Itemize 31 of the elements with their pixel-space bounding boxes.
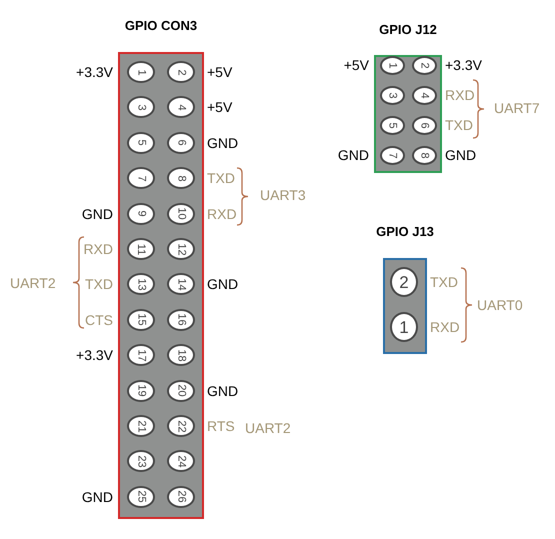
pin-label: TXD — [430, 273, 458, 291]
pin-label: GND — [207, 275, 238, 294]
pin-label: CTS — [85, 310, 113, 329]
pin-label: TXD — [207, 169, 235, 188]
header-title: GPIO J12 — [379, 22, 437, 38]
group-label: UART7 — [494, 99, 540, 117]
pin-label: +3.3V — [76, 63, 113, 81]
pin-label: TXD — [85, 275, 113, 294]
pin-label: RXD — [207, 204, 237, 223]
pin-label: GND — [207, 382, 238, 400]
pin-label: RXD — [430, 318, 460, 336]
group-label: UART3 — [260, 186, 306, 204]
pin-label: +5V — [344, 56, 369, 74]
pin-label: GND — [82, 204, 113, 223]
pin-label: GND — [207, 134, 238, 152]
pin-label: +3.3V — [76, 346, 113, 364]
pin-label: +3.3V — [445, 56, 482, 74]
pin-label: RTS — [207, 417, 235, 435]
pin-label: +5V — [207, 63, 232, 81]
pin-label: GND — [338, 146, 369, 164]
pin-label: TXD — [445, 116, 473, 134]
pin-label: RXD — [445, 86, 475, 104]
pin-label: GND — [445, 146, 476, 164]
group-label: UART0 — [477, 296, 523, 314]
pin-label: GND — [82, 488, 113, 506]
header-title: GPIO J13 — [376, 224, 434, 240]
group-label: UART2 — [10, 274, 56, 292]
group-label: UART2 — [245, 419, 291, 437]
pin-label: RXD — [83, 240, 113, 258]
pin-label: +5V — [207, 98, 232, 116]
header-title: GPIO CON3 — [124, 18, 198, 34]
